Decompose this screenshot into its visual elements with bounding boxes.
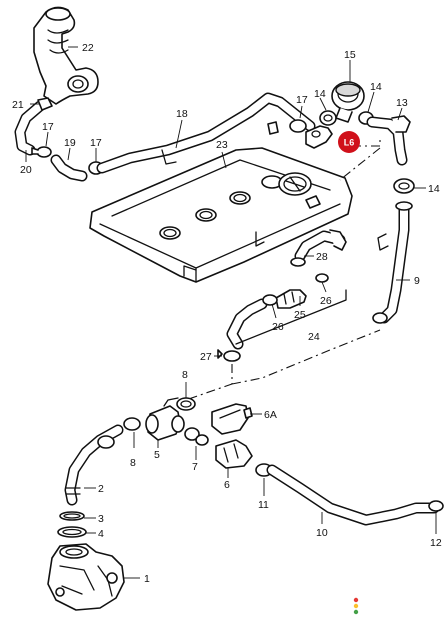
dash-link-1 [352,140,381,147]
hose-18 [96,92,316,174]
callout-6: 6 [224,479,230,491]
callout-labels: 22 21 20 19 17 17 18 17 14 15 14 13 14 2… [12,42,442,585]
callout-17-right: 17 [296,94,308,106]
callout-12: 12 [430,537,442,549]
callout-14-lower: 14 [428,183,440,195]
intake-pipe [33,6,99,105]
callout-25: 25 [294,309,306,321]
callout-26-right: 26 [320,295,332,307]
callout-9: 9 [414,275,420,287]
hose-20 [14,100,46,156]
callout-2: 2 [98,483,104,495]
callout-6A: 6A [264,409,277,421]
callout-8-bottom: 8 [130,457,136,469]
clamp-12 [428,500,444,512]
dash-link-2 [339,147,381,181]
hose-elbow-l6 [305,125,333,149]
hose-13 [366,115,411,166]
l6-badge: L6 [338,131,360,153]
callout-19: 19 [64,137,76,149]
callout-20: 20 [20,164,32,176]
callout-17-left: 17 [42,121,54,133]
hose-2 [64,424,124,506]
callout-18: 18 [176,108,188,120]
clamp-8a [176,397,196,411]
clamp-21 [37,97,53,111]
o-ring-3 [59,511,85,521]
callout-28: 28 [316,251,328,263]
callout-14-right: 14 [370,81,382,93]
callout-17-mid: 17 [90,137,102,149]
pressure-valve [331,81,365,123]
clamp-8b [123,417,141,431]
callout-1: 1 [144,573,150,585]
callout-11: 11 [258,499,269,511]
status-dot-green [353,609,359,615]
callout-22: 22 [82,42,94,54]
hose-24 [294,229,347,262]
dash-link-3 [179,329,381,403]
clamp-26b [315,273,329,283]
callout-7: 7 [192,461,198,473]
callout-8-top: 8 [182,369,188,381]
callout-10: 10 [316,527,328,539]
callout-15: 15 [344,49,356,61]
callout-23: 23 [216,139,228,151]
hose-19 [50,154,88,182]
l6-badge-label: L6 [344,138,355,148]
bracket-24 [235,289,347,345]
clamp-28 [290,257,306,267]
housing-1 [47,543,125,611]
engine-cover [89,121,353,283]
callout-14-top: 14 [314,88,326,100]
callout-4: 4 [98,528,104,540]
t-piece [145,397,185,441]
hose-lower-24 [226,298,268,350]
clamp-14c [393,178,415,194]
callout-24: 24 [308,331,320,343]
clamp-27 [217,349,241,362]
leader-lines [25,46,437,579]
valve-6a [211,403,253,435]
status-dots [353,597,359,615]
clamp-14a [319,110,337,126]
hose-10 [266,464,440,526]
callout-26-left: 26 [272,321,284,333]
callout-13: 13 [396,97,408,109]
clamp-7 [184,427,209,446]
callout-21: 21 [12,99,24,111]
clamp-17a [31,146,52,158]
callout-3: 3 [98,513,104,525]
hose-9 [372,201,413,324]
status-dot-red [353,597,359,603]
status-dot-yellow [353,603,359,609]
clamp-26a [262,294,278,306]
valve-25 [275,289,307,309]
callout-5: 5 [154,449,160,461]
valve-6 [215,439,253,469]
callout-27: 27 [200,351,212,363]
o-ring-4 [57,526,87,538]
clamp-17c [289,119,307,133]
